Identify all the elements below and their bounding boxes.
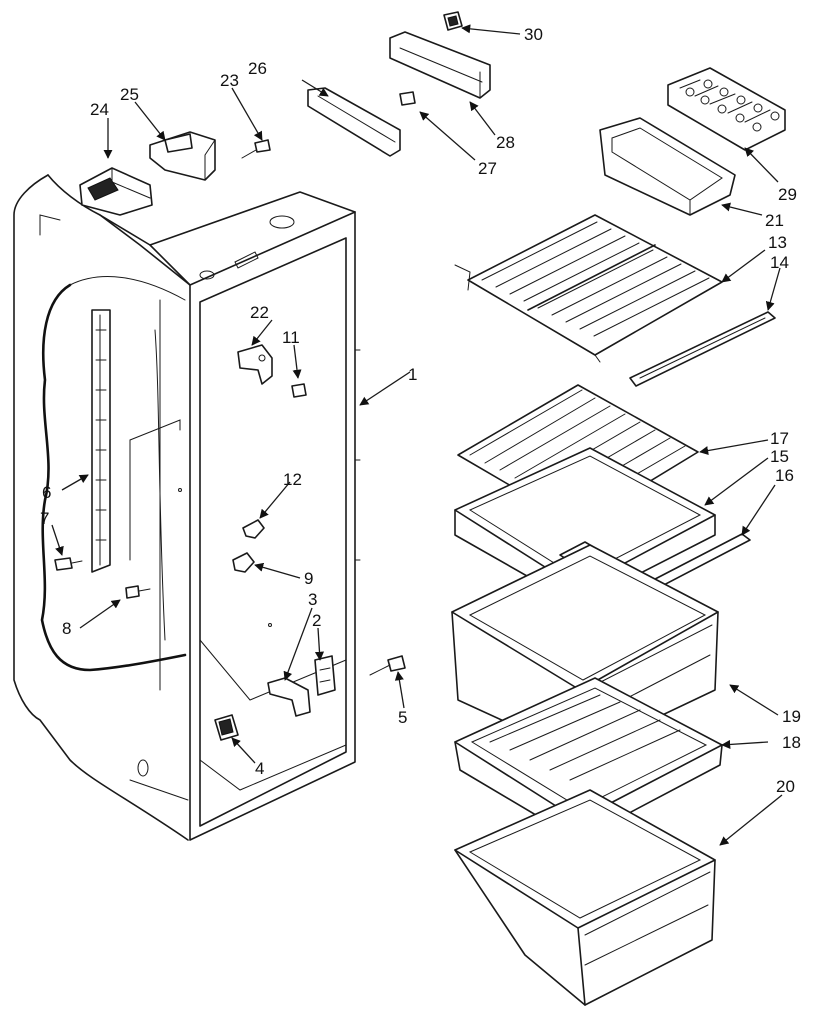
callout-7: 7 [40,509,49,528]
trim-14 [629,311,776,387]
callout-13: 13 [768,233,787,252]
callout-2: 2 [312,611,321,630]
screw-7 [54,557,83,571]
callout-20: 20 [776,777,795,796]
bracket-28 [389,31,491,99]
callout-25: 25 [120,85,139,104]
callout-1: 1 [408,365,417,384]
screw-27 [399,91,416,106]
callout-19: 19 [782,707,801,726]
ice-tray [667,67,786,151]
bracket-25 [149,131,216,181]
callout-9: 9 [304,569,313,588]
callout-18: 18 [782,733,801,752]
callout-11: 11 [282,328,300,347]
callout-21: 21 [765,211,784,230]
callout-27: 27 [478,159,497,178]
bracket-3 [267,677,311,717]
callout-8: 8 [62,619,71,638]
rail-26 [307,87,401,157]
screw-11 [291,383,307,398]
crisper-20 [454,789,716,1006]
bracket-2 [314,655,336,696]
callout-14: 14 [770,253,789,272]
screw-23 [241,139,271,159]
screw-5 [369,655,406,676]
callout-16: 16 [775,466,794,485]
callout-24: 24 [90,100,109,119]
part-24 [79,167,153,216]
screw-8 [125,585,151,599]
leader-lines [51,24,783,846]
callout-22: 22 [250,303,269,322]
clip-12 [242,519,265,539]
cabinet-liner [13,174,361,841]
callout-5: 5 [398,708,407,727]
callout-6: 6 [42,483,51,502]
callout-12: 12 [283,470,302,489]
callout-30: 30 [524,25,543,44]
callout-23: 23 [220,71,239,90]
callout-labels: 30 26 23 25 24 28 27 29 21 13 14 22 11 1… [40,25,801,796]
wire-shelf-13 [454,214,723,363]
part-4 [214,714,239,741]
bracket-22 [237,344,273,385]
callout-15: 15 [770,447,789,466]
callout-28: 28 [496,133,515,152]
callout-26: 26 [248,59,267,78]
shelf-rail-part [91,309,181,573]
callout-29: 29 [778,185,797,204]
callout-4: 4 [255,759,264,778]
ice-bin-21 [599,117,736,216]
callout-17: 17 [770,429,789,448]
part-30 [443,11,463,31]
callout-3: 3 [308,590,317,609]
clip-9 [232,552,255,573]
